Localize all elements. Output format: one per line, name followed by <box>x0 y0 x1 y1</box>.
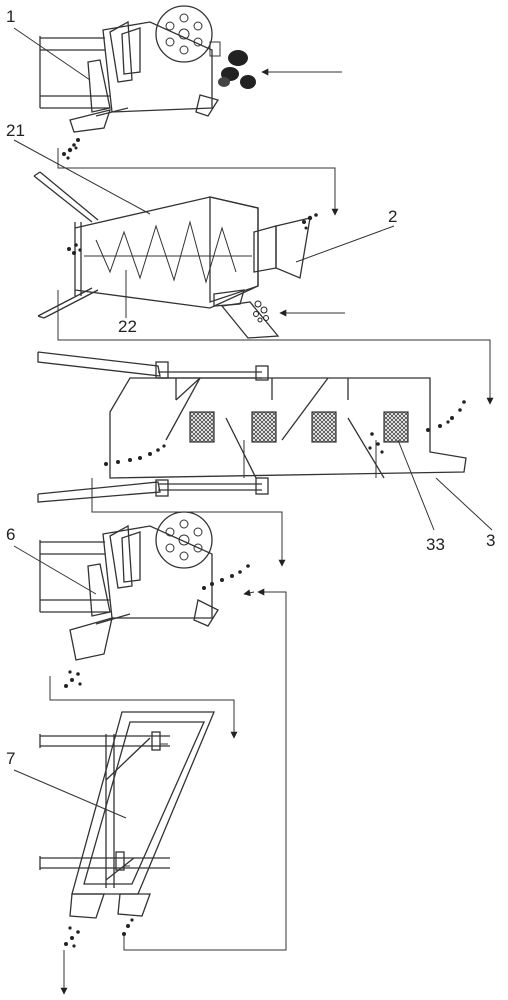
particles-d <box>104 400 466 466</box>
flow-line-7-6 <box>123 588 287 951</box>
label-22: 22 <box>118 317 137 336</box>
crusher-6 <box>39 511 219 661</box>
particles-f <box>64 918 134 948</box>
screen-7 <box>39 711 215 919</box>
label-2: 2 <box>388 207 397 226</box>
washer-2 <box>33 171 311 339</box>
label-3: 3 <box>486 531 495 550</box>
label-33: 33 <box>426 535 445 554</box>
crusher-1 <box>39 5 221 133</box>
flow-line-2-3 <box>57 290 494 405</box>
particles-c <box>253 300 269 323</box>
particles-b <box>67 213 318 255</box>
flow-line-1-2 <box>57 148 339 216</box>
return-arrow-6 <box>243 589 255 597</box>
label-21: 21 <box>6 121 25 140</box>
label-1: 1 <box>6 7 15 26</box>
particles-e <box>64 564 250 688</box>
screen-3 <box>37 351 467 503</box>
label-6: 6 <box>6 525 15 544</box>
flow-line-6-7 <box>49 676 238 739</box>
label-7: 7 <box>6 749 15 768</box>
particles-a <box>62 138 80 160</box>
leader-lines <box>13 27 493 819</box>
feed-rocks <box>218 50 256 89</box>
